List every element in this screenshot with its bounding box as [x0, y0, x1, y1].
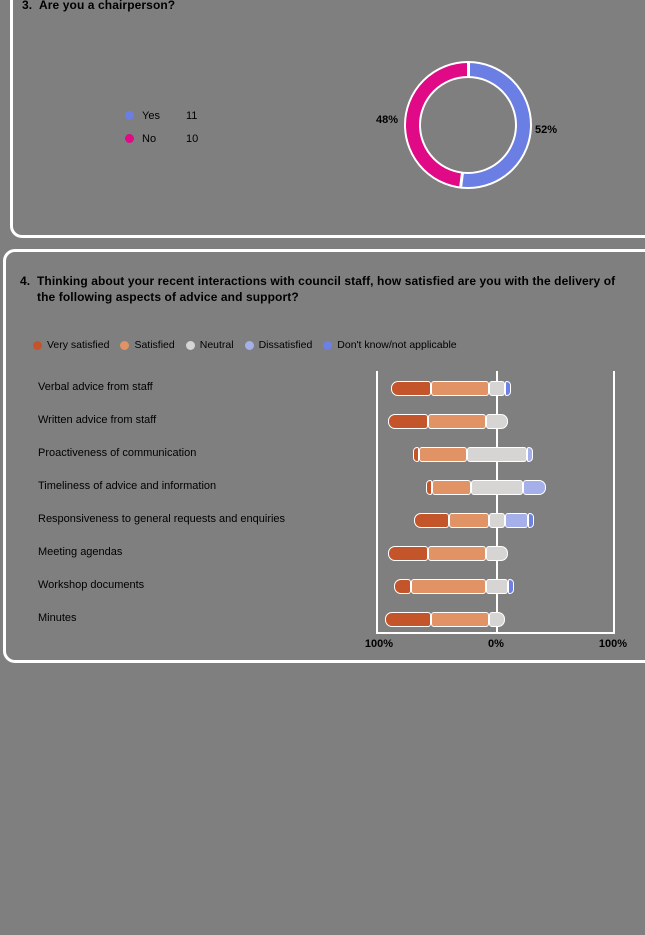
bar-row [414, 513, 535, 528]
slice-divider [466, 63, 470, 125]
bar-segment-don-t-know-not-applicable [508, 579, 515, 594]
bar-segment-satisfied [430, 612, 489, 627]
legend-dot-icon [125, 134, 134, 143]
bar-segment-neutral [485, 579, 509, 594]
donut-legend-item-no: No 10 [125, 127, 235, 150]
bar-segment-satisfied [430, 381, 489, 396]
bar-segment-satisfied [411, 579, 486, 594]
axis-label-right: 100% [598, 638, 628, 650]
bar-segment-dissatisfied [527, 447, 533, 462]
bar-segment-neutral [488, 513, 506, 528]
bar-segment-very-satisfied [385, 612, 431, 627]
legend-value: 10 [186, 132, 199, 145]
legend-dot-icon [323, 340, 333, 350]
question-3-title: 3. Are you a chairperson? [22, 0, 175, 13]
bar-row [388, 546, 509, 561]
bar-segment-satisfied [448, 513, 489, 528]
bar-segment-don-t-know-not-applicable [505, 381, 512, 396]
axis-label-left: 100% [364, 638, 394, 650]
bar-segment-very-satisfied [391, 381, 431, 396]
bar-segment-satisfied [419, 447, 467, 462]
question-number: 3. [22, 0, 33, 12]
legend-label: No [142, 132, 157, 145]
donut-chart [404, 61, 532, 189]
bar-chart-legend: Very satisfied Satisfied Neutral Dissatisfi… [33, 339, 457, 351]
legend-label: Dissatisfied [258, 339, 313, 351]
slice-divider [458, 124, 470, 187]
x-axis-labels: 100% 0% 100% [365, 638, 627, 652]
question-text: Thinking about your recent interactions … [37, 274, 616, 304]
category-label: Workshop documents [38, 579, 145, 591]
bar-row [388, 414, 509, 429]
bar-chart-plot-area [376, 371, 615, 634]
legend-label: Don't know/not applicable [337, 339, 457, 351]
category-label: Verbal advice from staff [38, 381, 153, 393]
bar-segment-neutral [485, 546, 509, 561]
bar-segment-don-t-know-not-applicable [528, 513, 535, 528]
donut-legend-item-yes: Yes 11 [125, 104, 235, 127]
bar-segment-satisfied [431, 480, 472, 495]
bar-row [413, 447, 533, 462]
legend-dot-icon [120, 340, 130, 350]
bar-segment-neutral [467, 447, 527, 462]
bar-segment-neutral [488, 381, 506, 396]
legend-item-neutral: Neutral [185, 339, 234, 351]
bar-segment-very-satisfied [388, 546, 428, 561]
legend-dot-icon [244, 340, 254, 350]
bar-segment-neutral [471, 480, 523, 495]
bar-segment-satisfied [427, 546, 486, 561]
bar-row [391, 381, 512, 396]
question-text: Are you a chairperson? [39, 0, 176, 12]
bar-segment-very-satisfied [425, 480, 432, 495]
question-4-title: 4. Thinking about your recent interactio… [20, 273, 634, 305]
legend-item-dissatisfied: Dissatisfied [244, 339, 313, 351]
bar-row [394, 579, 515, 594]
question-4-panel: 4. Thinking about your recent interactio… [3, 249, 645, 663]
bar-segment-very-satisfied [413, 447, 419, 462]
zero-axis-line [496, 371, 498, 632]
bar-segment-very-satisfied [394, 579, 412, 594]
bar-segment-neutral [485, 414, 509, 429]
bar-segment-neutral [488, 612, 506, 627]
legend-label: Very satisfied [47, 339, 110, 351]
question-number: 4. [20, 274, 31, 288]
legend-label: Yes [142, 109, 160, 122]
category-label: Meeting agendas [38, 546, 123, 558]
legend-label: Neutral [199, 339, 234, 351]
legend-dot-icon [125, 111, 134, 120]
bar-segment-very-satisfied [414, 513, 449, 528]
bar-segment-dissatisfied [522, 480, 546, 495]
axis-label-center: 0% [488, 638, 504, 650]
bar-segment-dissatisfied [505, 513, 529, 528]
legend-dot-icon [33, 340, 42, 350]
legend-item-very-satisfied: Very satisfied [33, 339, 109, 351]
category-label: Responsiveness to general requests and e… [38, 513, 286, 525]
legend-dot-icon [185, 340, 195, 350]
bar-segment-very-satisfied [388, 414, 428, 429]
category-label: Minutes [38, 612, 77, 624]
bar-row [425, 480, 546, 495]
legend-item-satisfied: Satisfied [120, 339, 175, 351]
legend-value: 11 [186, 109, 198, 122]
donut-slice-label-no: 48% [376, 114, 399, 126]
category-label: Written advice from staff [38, 414, 157, 426]
bar-segment-satisfied [427, 414, 486, 429]
category-label: Timeliness of advice and information [38, 480, 217, 492]
legend-item-don-t-know-not-applicable: Don't know/not applicable [323, 339, 457, 351]
legend-label: Satisfied [134, 339, 175, 351]
category-label: Proactiveness of communication [38, 447, 197, 459]
bar-row [385, 612, 506, 627]
donut-slice-label-yes: 52% [535, 124, 558, 136]
